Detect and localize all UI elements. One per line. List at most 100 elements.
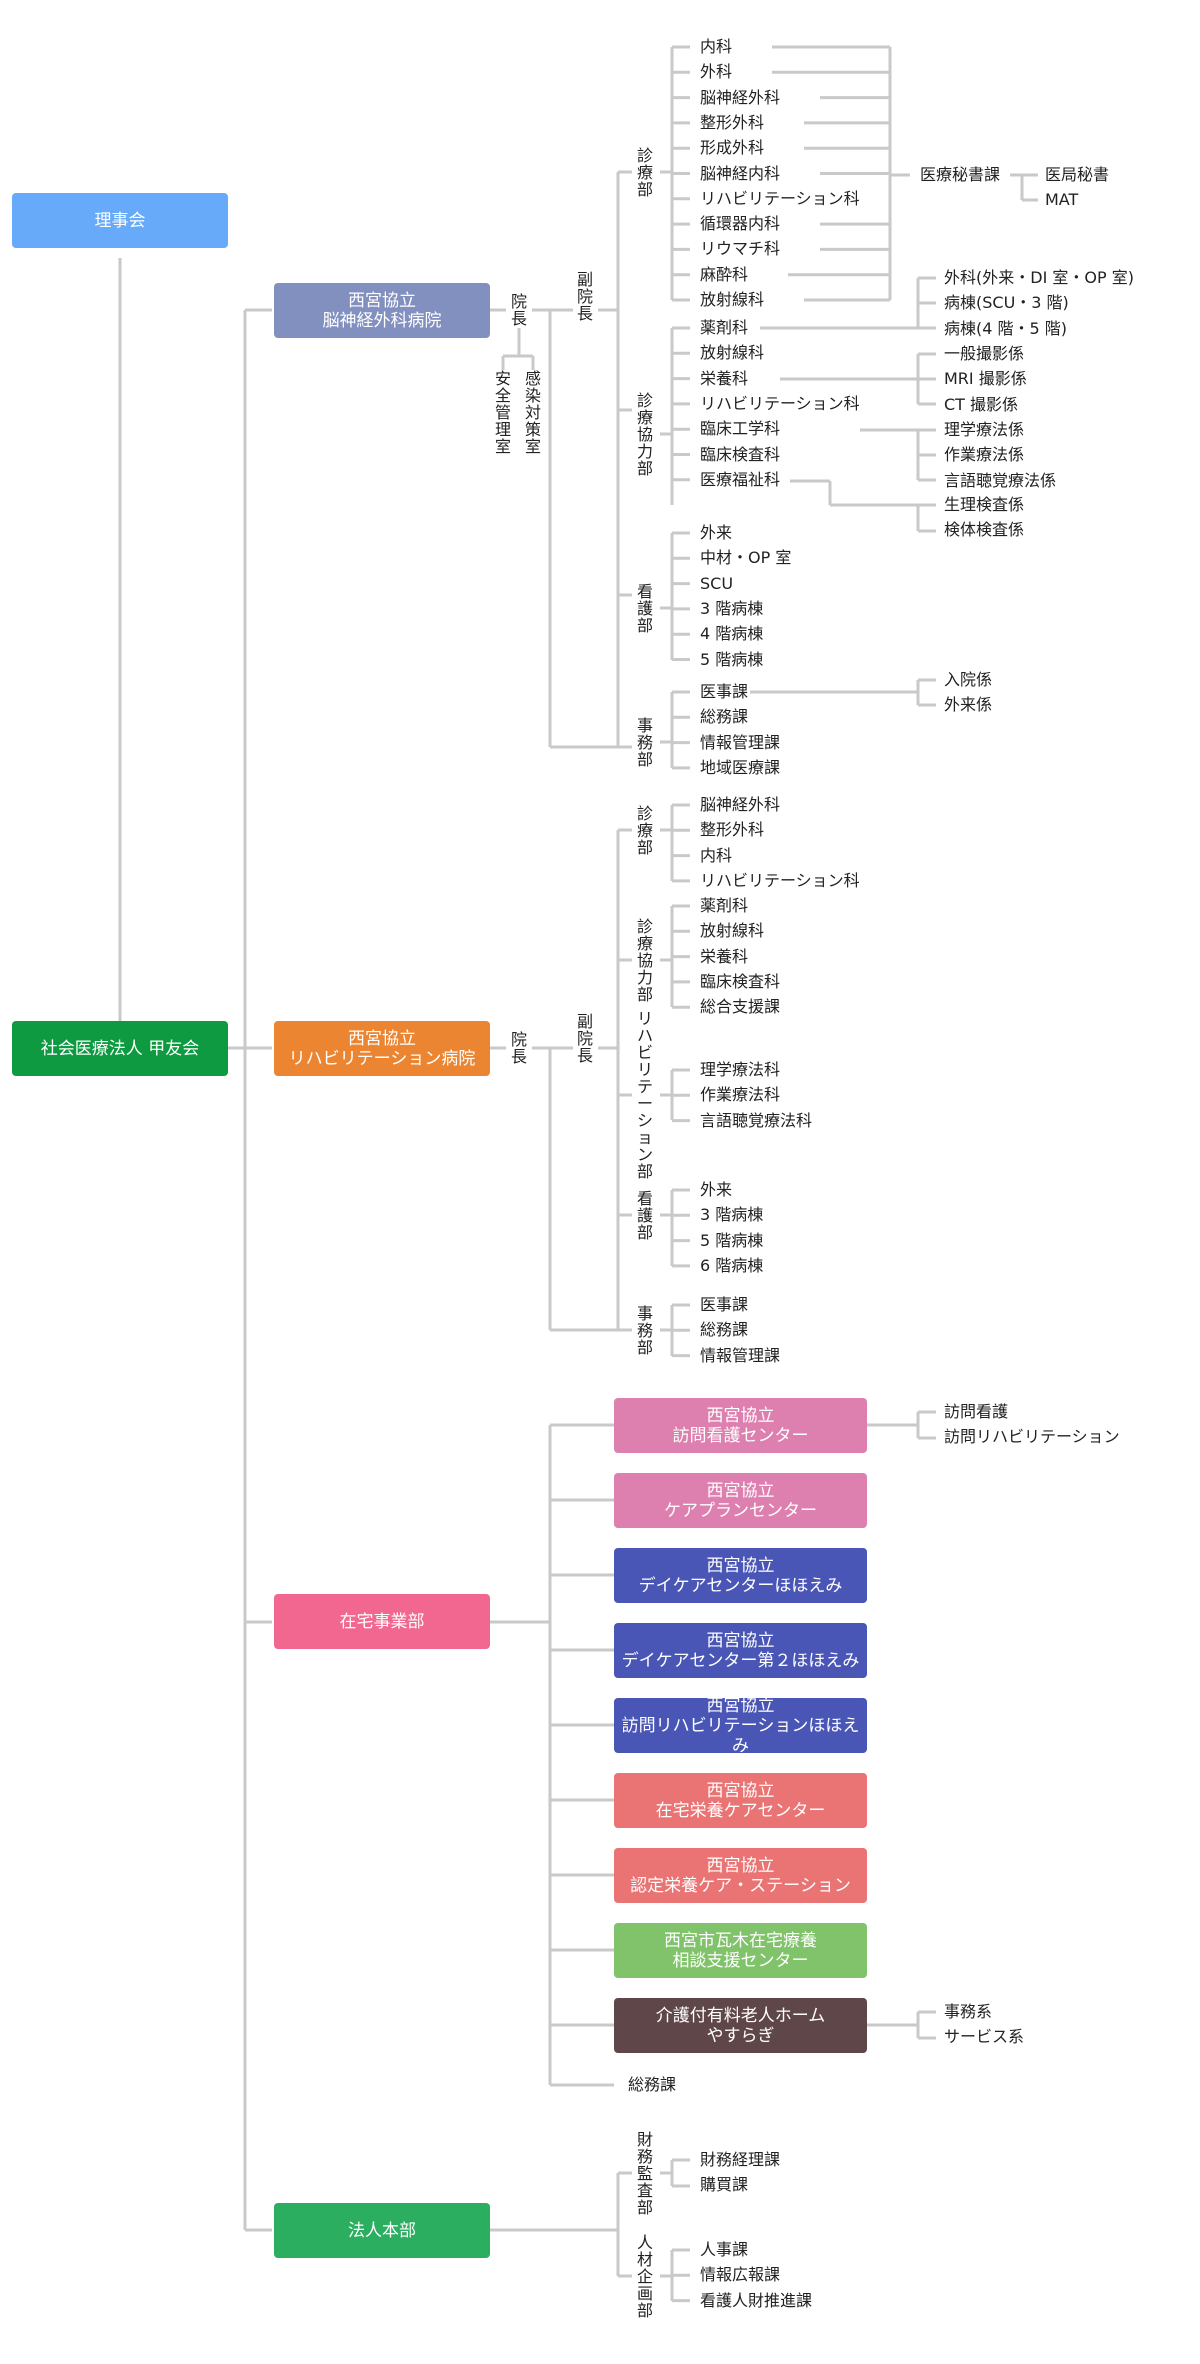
department-item: 臨床検査科 — [700, 971, 781, 991]
hospital1-box: 西宮協立脳神経外科病院 — [274, 283, 490, 338]
department-item: 購買課 — [700, 2175, 749, 2195]
department-item: 外来 — [700, 523, 733, 542]
vice-director-label: 副院長 — [576, 270, 593, 323]
dept-title: リハビリテーション部 — [636, 1009, 653, 1181]
department-item: リハビリテーション科 — [700, 393, 860, 413]
infection-office-label: 感染対策室 — [524, 369, 541, 456]
department-item: 人事課 — [700, 2240, 749, 2259]
facility-box-label-2: 認定栄養ケア・ステーション — [630, 1875, 851, 1896]
department-item: 放射線科 — [700, 921, 765, 941]
homecare-box: 在宅事業部 — [274, 1594, 490, 1649]
department-item: 6 階病棟 — [700, 1255, 764, 1275]
department-item: 中材・OP 室 — [700, 548, 792, 568]
facility-box-label-1: 西宮協立 — [706, 1855, 775, 1876]
subsection-item: 入院係 — [944, 670, 993, 689]
subsection-item: 病棟(SCU・3 階) — [944, 293, 1069, 313]
department-item: リハビリテーション科 — [700, 870, 860, 890]
dept-title: 看護部 — [636, 1189, 653, 1242]
department-item: 形成外科 — [700, 138, 765, 158]
department-item: 整形外科 — [700, 820, 765, 840]
dept-title: 診療協力部 — [636, 917, 653, 1004]
facility-box-label-1: 西宮協立 — [706, 1480, 775, 1501]
department-item: 情報広報課 — [700, 2265, 781, 2285]
department-item: 脳神経外科 — [700, 87, 781, 107]
department-item: 総務課 — [700, 707, 749, 727]
facility-box-label-2: 相談支援センター — [672, 1950, 809, 1971]
headquarters-box-label-1: 法人本部 — [348, 2220, 416, 2241]
corporation-box: 社会医療法人 甲友会 — [12, 1021, 228, 1076]
director-label: 院長 — [510, 1030, 527, 1066]
dept-title: 診療部 — [636, 804, 653, 857]
facility-box-label-1: 西宮協立 — [706, 1405, 775, 1426]
dept-title: 事務部 — [636, 1304, 653, 1357]
department-item: 放射線科 — [700, 290, 765, 309]
department-item: 薬剤科 — [700, 896, 749, 915]
department-item: 看護人財推進課 — [700, 2290, 813, 2310]
secretary-item: 医局秘書 — [1045, 165, 1110, 184]
department-item: 外科 — [700, 62, 733, 82]
facility-box-label-2: やすらぎ — [706, 2025, 775, 2046]
hospital2-box-label-1: 西宮協立 — [348, 1028, 416, 1049]
department-item: 作業療法科 — [700, 1085, 781, 1105]
subsection-item: 言語聴覚療法係 — [944, 470, 1057, 490]
dept-title: 事務部 — [636, 716, 653, 769]
department-item: 栄養科 — [700, 946, 749, 966]
department-item: 薬剤科 — [700, 318, 749, 337]
safety-office-label: 安全管理室 — [494, 369, 511, 456]
department-item: 整形外科 — [700, 112, 765, 132]
facility-box: 西宮協立デイケアセンター第２ほほえみ — [614, 1623, 867, 1678]
department-item: 言語聴覚療法科 — [700, 1110, 813, 1130]
facility-box-label-2: 訪問看護センター — [672, 1425, 809, 1446]
department-item: 臨床工学科 — [700, 419, 781, 439]
subsection-item: 検体検査係 — [944, 520, 1025, 540]
department-item: 循環器内科 — [700, 214, 781, 234]
hospital2-box: 西宮協立リハビリテーション病院 — [274, 1021, 490, 1076]
facility-box-label-1: 西宮市瓦木在宅療養 — [664, 1930, 817, 1951]
subsection-item: サービス系 — [944, 2027, 1025, 2046]
department-item: 内科 — [700, 845, 733, 865]
subsection-item: 生理検査係 — [944, 495, 1025, 514]
subsection-item: 事務系 — [944, 2002, 993, 2021]
department-item: 脳神経外科 — [700, 795, 781, 814]
director-label: 院長 — [510, 292, 527, 328]
department-item: 医事課 — [700, 1295, 749, 1314]
department-item: リウマチ科 — [700, 239, 781, 259]
department-item: 臨床検査科 — [700, 444, 781, 464]
department-item: 財務経理課 — [700, 2150, 781, 2169]
dept-title: 診療部 — [636, 146, 653, 199]
department-item: SCU — [700, 573, 734, 593]
department-item: 脳神経内科 — [700, 163, 781, 183]
facility-box-label-2: ケアプランセンター — [664, 1500, 817, 1521]
department-item: 外来 — [700, 1180, 733, 1199]
secretary-item: MAT — [1045, 190, 1079, 209]
department-item: 理学療法科 — [700, 1060, 781, 1079]
subsection-item: MRI 撮影係 — [944, 369, 1027, 389]
facility-box: 西宮協立ケアプランセンター — [614, 1473, 867, 1528]
facility-box-label-1: 西宮協立 — [706, 1695, 775, 1716]
dept-title: 財務監査部 — [636, 2130, 653, 2217]
department-item: 地域医療課 — [700, 757, 781, 777]
facility-box: 西宮協立訪問リハビリテーションほほえみ — [614, 1695, 867, 1756]
department-item: 3 階病棟 — [700, 598, 764, 618]
board-box: 理事会 — [12, 193, 228, 248]
hospital1-box-label-1: 西宮協立 — [348, 290, 416, 311]
subsection-item: CT 撮影係 — [944, 394, 1019, 414]
facility-box-label-1: 西宮協立 — [706, 1630, 775, 1651]
facility-box-label-1: 西宮協立 — [706, 1780, 775, 1801]
subsection-item: 訪問看護 — [944, 1402, 1009, 1421]
facility-box: 西宮市瓦木在宅療養相談支援センター — [614, 1923, 867, 1978]
department-item: 栄養科 — [700, 368, 749, 388]
dept-title: 診療協力部 — [636, 391, 653, 478]
facility-box-label-1: 介護付有料老人ホーム — [655, 2005, 826, 2026]
department-item: 5 階病棟 — [700, 649, 764, 669]
facility-box-label-2: 在宅栄養ケアセンター — [655, 1800, 826, 1821]
facility-box: 西宮協立認定栄養ケア・ステーション — [614, 1848, 867, 1903]
vice-director-label: 副院長 — [576, 1012, 593, 1065]
department-item: 5 階病棟 — [700, 1230, 764, 1250]
facility-box: 西宮協立在宅栄養ケアセンター — [614, 1773, 867, 1828]
subsection-item: 外来係 — [944, 695, 993, 714]
department-item: 総務課 — [700, 1320, 749, 1340]
subsection-item: 訪問リハビリテーション — [944, 1427, 1120, 1446]
